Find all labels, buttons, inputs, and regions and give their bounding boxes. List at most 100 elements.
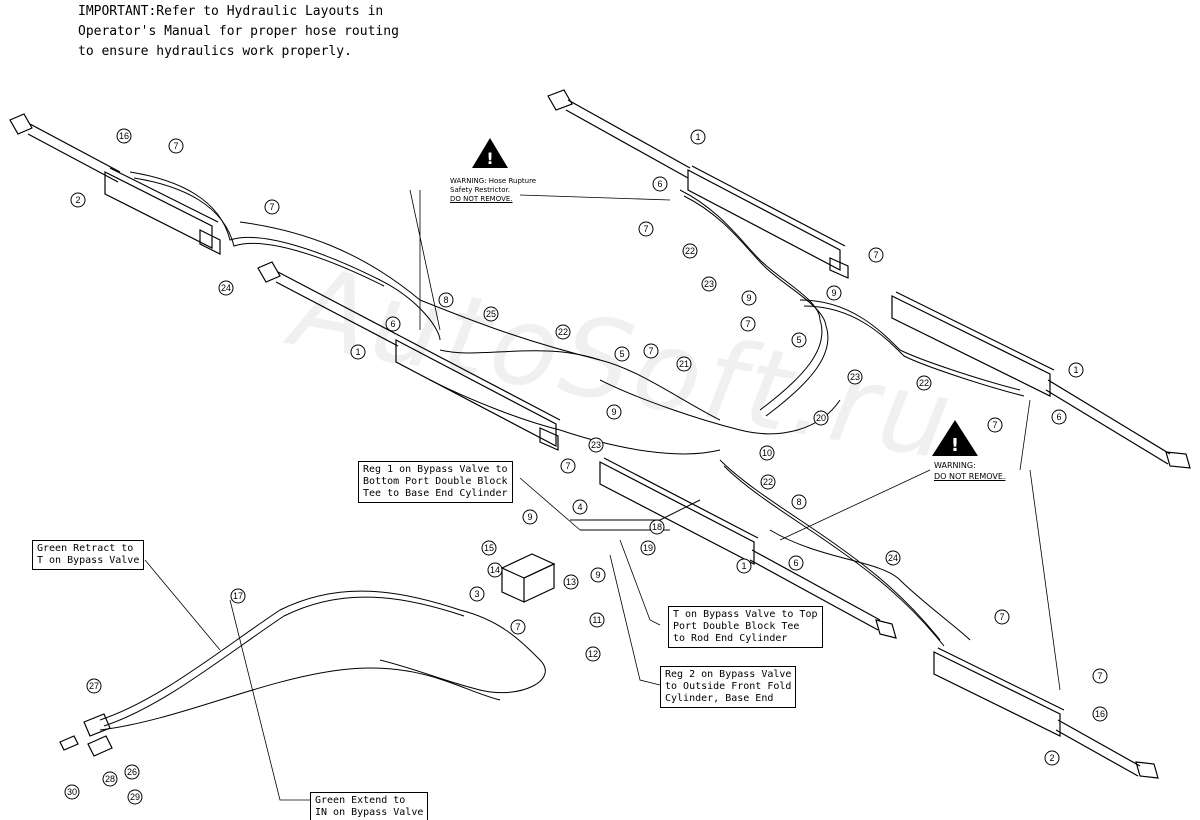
part-balloon: 9 — [826, 285, 842, 301]
callout-green-extend: Green Extend to IN on Bypass Valve — [310, 792, 429, 820]
part-balloon: 9 — [590, 567, 606, 583]
part-balloon: 11 — [589, 612, 605, 628]
warning-line: DO NOT REMOVE. — [450, 195, 513, 203]
part-balloon-label: 6 — [1056, 412, 1061, 422]
part-balloon: 7 — [987, 417, 1003, 433]
part-balloon: 16 — [1092, 706, 1108, 722]
part-balloon: 23 — [588, 437, 604, 453]
part-balloon: 22 — [555, 324, 571, 340]
part-balloon-label: 7 — [643, 224, 648, 234]
part-balloon-label: 7 — [873, 250, 878, 260]
part-balloon-label: 7 — [565, 461, 570, 471]
part-balloon: 8 — [791, 494, 807, 510]
warning-line: WARNING: Hose Rupture — [450, 177, 537, 185]
part-balloon-label: 24 — [221, 283, 231, 293]
part-balloon-label: 11 — [592, 615, 601, 625]
part-balloon: 3 — [469, 586, 485, 602]
part-balloon-label: 30 — [67, 787, 77, 797]
part-balloon-label: 15 — [484, 543, 494, 553]
note-line: IMPORTANT:Refer to Hydraulic Layouts in — [78, 4, 384, 19]
part-balloon-label: 7 — [269, 202, 274, 212]
part-balloon: 29 — [127, 789, 143, 805]
part-balloon: 1 — [1068, 362, 1084, 378]
part-balloon-label: 20 — [816, 413, 826, 423]
part-balloon: 9 — [741, 290, 757, 306]
callout-line: Green Extend to — [315, 795, 406, 806]
callout-t-bypass: T on Bypass Valve to Top Port Double Blo… — [668, 606, 823, 648]
part-balloon: 23 — [847, 369, 863, 385]
part-balloon-label: 7 — [1097, 671, 1102, 681]
part-balloon-label: 16 — [1095, 709, 1105, 719]
part-balloon: 7 — [264, 199, 280, 215]
warning-line: Safety Restrictor. — [450, 186, 511, 194]
part-balloon-label: 7 — [515, 622, 520, 632]
part-balloon-label: 9 — [527, 512, 532, 522]
part-balloon: 24 — [885, 550, 901, 566]
part-balloon: 1 — [350, 344, 366, 360]
part-balloon: 9 — [606, 404, 622, 420]
cylinder-top-right — [547, 89, 849, 279]
part-balloon-label: 9 — [746, 293, 751, 303]
part-balloon-label: 3 — [474, 589, 479, 599]
part-balloon-label: 24 — [888, 553, 898, 563]
part-balloon: 1 — [690, 129, 706, 145]
part-balloon-label: 4 — [577, 502, 582, 512]
part-balloon-label: 25 — [486, 309, 496, 319]
part-balloon: 19 — [640, 540, 656, 556]
part-balloon-label: 7 — [173, 141, 178, 151]
bypass-valve-block — [500, 553, 556, 603]
callout-line: Green Retract to — [37, 543, 134, 554]
part-balloon: 1 — [736, 558, 752, 574]
callout-line: Reg 2 on Bypass Valve — [665, 669, 792, 680]
part-balloon: 7 — [510, 619, 526, 635]
part-balloon: 28 — [102, 771, 118, 787]
hoses — [99, 171, 1025, 731]
part-balloon-label: 10 — [762, 448, 772, 458]
part-balloon-label: 1 — [695, 132, 700, 142]
part-balloon: 7 — [638, 221, 654, 237]
part-balloon-label: 9 — [611, 407, 616, 417]
part-balloon-label: 26 — [127, 767, 137, 777]
part-balloon: 7 — [740, 316, 756, 332]
part-balloon-label: 9 — [831, 288, 836, 298]
warning-line: DO NOT REMOVE. — [934, 472, 1006, 481]
callout-line: T on Bypass Valve to Top — [673, 609, 818, 620]
important-note: IMPORTANT:Refer to Hydraulic Layouts in … — [78, 2, 399, 62]
part-balloon-label: 6 — [657, 179, 662, 189]
part-balloon: 7 — [994, 609, 1010, 625]
couplers — [59, 713, 113, 757]
part-balloon: 18 — [649, 519, 665, 535]
part-balloon-label: 22 — [558, 327, 568, 337]
warning-icon: ! — [472, 138, 508, 168]
callout-line: Tee to Base End Cylinder — [363, 488, 508, 499]
note-line: to ensure hydraulics work properly. — [78, 44, 352, 59]
part-balloon: 8 — [438, 292, 454, 308]
part-balloon: 30 — [64, 784, 80, 800]
part-balloon-label: 2 — [75, 195, 80, 205]
part-balloon-label: 19 — [643, 543, 653, 553]
part-balloon: 5 — [791, 332, 807, 348]
part-balloon: 2 — [70, 192, 86, 208]
part-balloon: 7 — [168, 138, 184, 154]
part-balloon-label: 28 — [105, 774, 115, 784]
part-balloon-label: 5 — [619, 349, 624, 359]
cylinder-center-lower — [599, 457, 897, 639]
warning-label-left: WARNING: Hose Rupture Safety Restrictor.… — [450, 177, 536, 204]
part-balloon-label: 22 — [685, 246, 695, 256]
part-balloon: 10 — [759, 445, 775, 461]
part-balloon-label: 22 — [919, 378, 929, 388]
part-balloon-label: 13 — [566, 577, 576, 587]
part-balloon: 23 — [701, 276, 717, 292]
warning-label-right: WARNING: DO NOT REMOVE. — [934, 460, 1005, 482]
part-balloon: 2 — [1044, 750, 1060, 766]
part-balloon: 6 — [385, 316, 401, 332]
part-balloon-label: 6 — [793, 558, 798, 568]
part-balloon-label: 5 — [796, 335, 801, 345]
part-balloon-label: 7 — [999, 612, 1004, 622]
part-balloon-label: 9 — [595, 570, 600, 580]
part-balloon-label: 6 — [390, 319, 395, 329]
part-balloon: 7 — [560, 458, 576, 474]
